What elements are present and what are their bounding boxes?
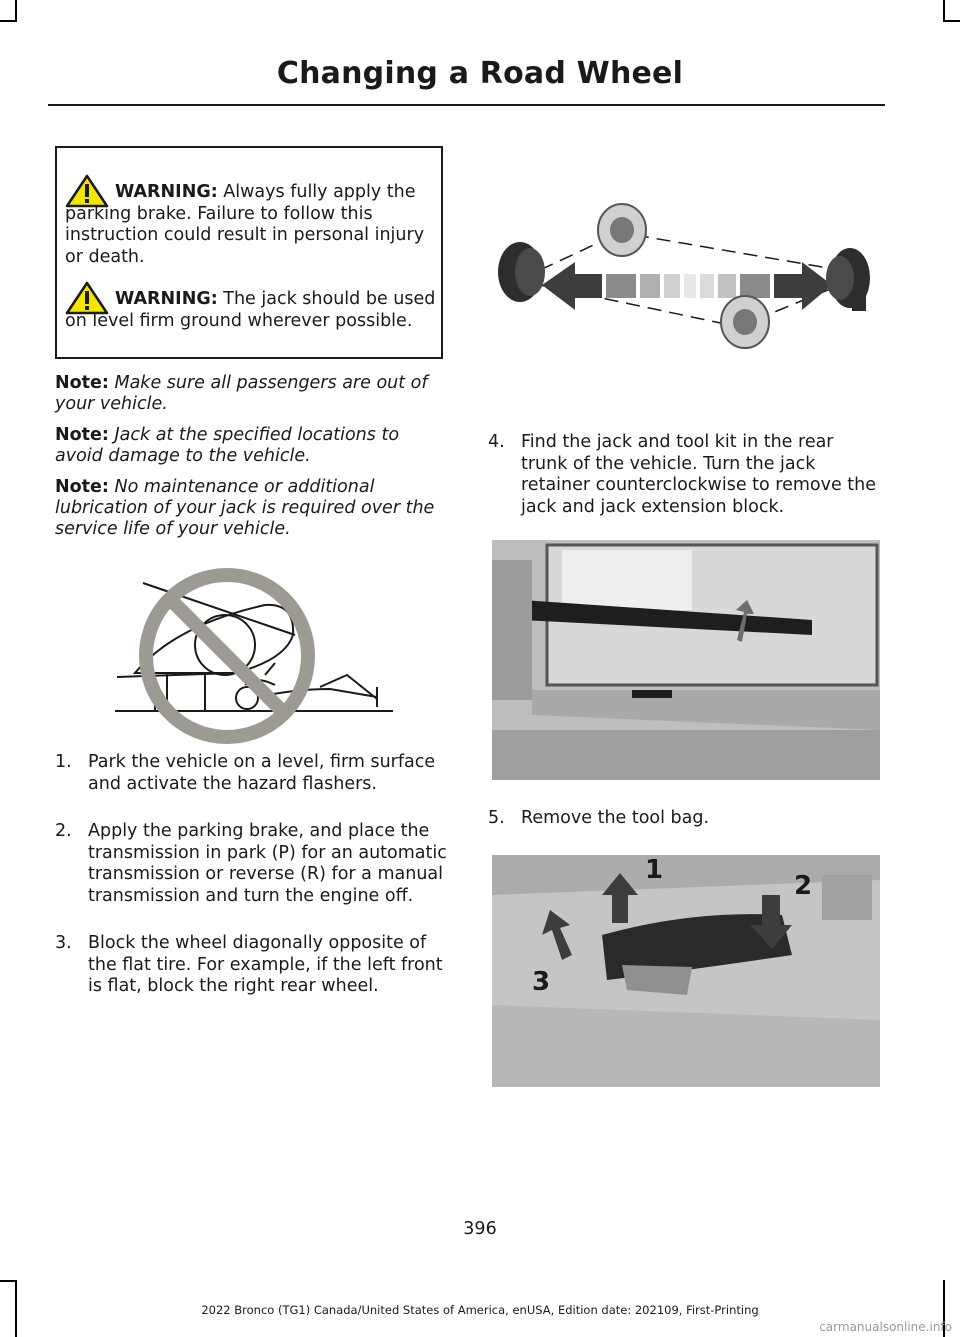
- warning-label: WARNING:: [115, 289, 218, 309]
- note: Note: No maintenance or additional lubri…: [55, 477, 441, 540]
- warning-label: WARNING:: [115, 182, 218, 202]
- warning-triangle-icon: [65, 281, 109, 315]
- title-divider: [48, 104, 885, 106]
- rear-trunk-jack-location-image: [492, 540, 880, 780]
- note: Note: Make sure all passengers are out o…: [55, 373, 441, 415]
- step-number: 2.: [55, 821, 72, 841]
- diagonal-wheel-chock-illustration: [490, 200, 880, 360]
- footer-edition-info: 2022 Bronco (TG1) Canada/United States o…: [201, 1303, 759, 1317]
- crop-mark: [943, 1280, 945, 1337]
- note: Note: Jack at the specified locations to…: [55, 425, 441, 467]
- callout-2: 2: [794, 871, 813, 901]
- no-crawling-under-vehicle-illustration: [115, 565, 395, 745]
- step-item: 5. Remove the tool bag.: [488, 808, 883, 830]
- step-text: Block the wheel diagonally opposite of t…: [88, 933, 443, 996]
- warning-triangle-icon: [65, 174, 109, 208]
- step-text: Apply the parking brake, and place the t…: [88, 821, 447, 906]
- crop-mark: [0, 20, 17, 22]
- tool-bag-removal-image: 1 2 3: [492, 855, 880, 1087]
- step-number: 3.: [55, 933, 72, 953]
- crop-mark: [0, 1280, 17, 1282]
- step-item: 2. Apply the parking brake, and place th…: [55, 821, 447, 907]
- note-text: Make sure all passengers are out of your…: [55, 373, 428, 414]
- page-title: Changing a Road Wheel: [276, 56, 684, 91]
- warning-item: WARNING: Always fully apply the parking …: [65, 174, 437, 268]
- crop-mark: [15, 0, 17, 22]
- crop-mark: [943, 0, 945, 22]
- note-label: Note:: [55, 425, 109, 445]
- step-number: 4.: [488, 432, 505, 452]
- warning-text: Always fully apply the parking brake. Fa…: [65, 182, 425, 267]
- warning-item: WARNING: The jack should be used on leve…: [65, 281, 437, 332]
- step-item: 4. Find the jack and tool kit in the rea…: [488, 432, 883, 518]
- step-text: Remove the tool bag.: [521, 808, 710, 828]
- watermark: carmanualsonline.info: [819, 1320, 952, 1334]
- crop-mark: [943, 20, 960, 22]
- note-text: Jack at the specified locations to avoid…: [55, 425, 400, 466]
- callout-1: 1: [645, 855, 664, 885]
- note-label: Note:: [55, 477, 109, 497]
- note-label: Note:: [55, 373, 109, 393]
- warning-box: WARNING: Always fully apply the parking …: [55, 146, 443, 359]
- step-item: 1. Park the vehicle on a level, firm sur…: [55, 752, 447, 795]
- page-number: 396: [463, 1219, 497, 1239]
- step-text: Find the jack and tool kit in the rear t…: [521, 432, 877, 517]
- step-item: 3. Block the wheel diagonally opposite o…: [55, 933, 447, 998]
- step-text: Park the vehicle on a level, firm surfac…: [88, 752, 436, 794]
- crop-mark: [15, 1280, 17, 1337]
- note-text: No maintenance or additional lubrication…: [55, 477, 435, 539]
- callout-3: 3: [532, 967, 551, 997]
- step-number: 5.: [488, 808, 505, 828]
- warning-text: The jack should be used on level firm gr…: [65, 289, 436, 331]
- step-number: 1.: [55, 752, 72, 772]
